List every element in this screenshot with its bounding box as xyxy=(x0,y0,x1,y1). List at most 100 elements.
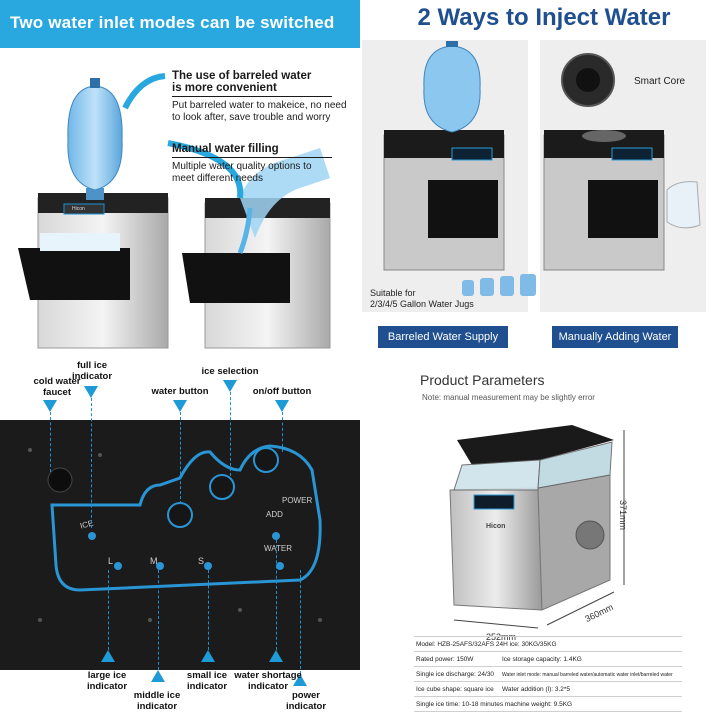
label-small-1: small ice xyxy=(186,670,228,681)
spec-row-5-left: Single ice time: 10-18 minutes machine w… xyxy=(416,701,573,708)
spec-row-2-left: Rated power: 150W xyxy=(416,656,474,663)
pointer-ice-selection xyxy=(223,380,237,392)
dash-water-button xyxy=(180,412,181,504)
panel-text-m: M xyxy=(150,556,158,566)
pointer-full-ice xyxy=(84,386,98,398)
label-full-ice-2: indicator xyxy=(71,371,113,382)
panel-two-water-modes: Two water inlet modes can be switched xyxy=(0,0,360,358)
pointer-small-ice xyxy=(201,650,215,662)
jug-sizes-icons xyxy=(462,274,536,296)
label-large-2: indicator xyxy=(86,681,128,692)
suitable-label-2: 2/3/4/5 Gallon Water Jugs xyxy=(370,299,474,309)
callout-manual-heading: Manual water filling xyxy=(172,143,279,155)
label-power-2: indicator xyxy=(285,701,327,712)
label-small-ice-indicator: small ice indicator xyxy=(172,670,242,692)
dash-power xyxy=(300,570,301,674)
dash-large-ice xyxy=(108,570,109,650)
label-middle-1: middle ice xyxy=(133,690,181,701)
dash-water-shortage xyxy=(276,540,277,650)
dim-height: 371mm xyxy=(618,500,628,531)
callout-barreled-body-1: Put barreled water to makeice, no need xyxy=(172,100,347,111)
smart-core-label: Smart Core xyxy=(634,76,686,87)
dash-ice-selection xyxy=(230,392,231,476)
label-middle-2: indicator xyxy=(136,701,178,712)
parameters-title: Product Parameters xyxy=(420,372,545,388)
machine-left xyxy=(18,78,169,349)
label-middle-ice-indicator: middle ice indicator xyxy=(122,690,192,712)
pointer-large-ice xyxy=(101,650,115,662)
label-cold-water-2: faucet xyxy=(43,387,71,398)
callout-divider xyxy=(172,96,332,97)
panel1-header: Two water inlet modes can be switched xyxy=(0,0,360,48)
label-onoff-button: on/off button xyxy=(252,386,312,397)
callout-divider xyxy=(172,157,332,158)
label-ice-selection: ice selection xyxy=(201,366,259,377)
pointer-water-shortage xyxy=(269,650,283,662)
label-power-indicator: power indicator xyxy=(276,690,336,712)
callout-barreled-heading-1: The use of barreled water xyxy=(172,70,312,82)
suitable-label-1: Suitable for xyxy=(370,288,416,298)
parameters-note: Note: manual measurement may be slightly… xyxy=(422,393,595,402)
panel-two-ways-inject: 2 Ways to Inject Water Smart Core Suitab… xyxy=(362,0,726,358)
label-cold-water-faucet: cold water faucet xyxy=(22,376,92,398)
spec-divider xyxy=(414,681,682,682)
spec-row-3-right: Water inlet mode: manual barreled water/… xyxy=(502,672,673,678)
label-small-2: indicator xyxy=(186,681,228,692)
callout-barreled-heading-2: is more convenient xyxy=(172,82,277,94)
dim-width: 252mm xyxy=(486,632,517,642)
panel-text-power: POWER xyxy=(282,496,313,505)
label-large-ice-indicator: large ice indicator xyxy=(72,670,142,692)
label-full-ice-1: full ice xyxy=(76,360,108,371)
panel2-illustration xyxy=(383,41,701,271)
spec-divider xyxy=(414,651,682,652)
panel1-illustration xyxy=(18,78,331,349)
spec-row-4-left: Ice cube shape: square ice xyxy=(416,686,494,693)
callout-barreled-body-2: to look after, save trouble and worry xyxy=(172,112,331,123)
manually-adding-water-button[interactable]: Manually Adding Water xyxy=(552,326,678,348)
dash-small-ice xyxy=(208,570,209,650)
spec-row-3-left: Single ice discharge: 24/30 xyxy=(416,671,495,678)
panel-control-layout: ICE ADD WATER POWER L M S cold water fau… xyxy=(0,360,360,725)
spec-row-2-right: Ice storage capacity: 1.4KG xyxy=(502,656,582,663)
panel-text-l: L xyxy=(108,556,114,566)
label-cold-water-1: cold water xyxy=(33,376,81,387)
pointer-cold-water xyxy=(43,400,57,412)
spec-divider xyxy=(414,711,682,712)
callout-manual-body-2: meet different needs xyxy=(172,173,263,184)
water-jug-left xyxy=(67,78,123,200)
panel-product-parameters: Product Parameters Note: manual measurem… xyxy=(362,360,726,725)
panel-text-water: WATER xyxy=(264,544,292,553)
dash-middle-ice xyxy=(158,570,159,670)
spec-divider xyxy=(414,636,682,637)
label-shortage-1: water shortage xyxy=(234,670,302,681)
machine-right xyxy=(182,148,331,349)
pointer-onoff xyxy=(275,400,289,412)
label-power-1: power xyxy=(292,690,320,701)
callout-arrows xyxy=(122,73,244,199)
panel-text-s: S xyxy=(198,556,205,566)
label-water-shortage-indicator: water shortage indicator xyxy=(228,670,308,692)
pointer-water-button xyxy=(173,400,187,412)
label-large-1: large ice xyxy=(87,670,127,681)
machine-badge: Hicon xyxy=(72,206,85,212)
dash-full-ice xyxy=(91,398,92,528)
spec-row-4-right: Water addition (l): 3.2*5 xyxy=(502,686,571,693)
pointer-middle-ice xyxy=(151,670,165,682)
label-shortage-2: indicator xyxy=(247,681,289,692)
callout-barreled-water: The use of barreled water is more conven… xyxy=(172,70,347,124)
label-full-ice-indicator: full ice indicator xyxy=(62,360,122,382)
machine-badge: Hicon xyxy=(486,523,506,530)
spec-divider xyxy=(414,696,682,697)
callout-manual-body-1: Multiple water quality options to xyxy=(172,161,312,172)
dash-cold-water xyxy=(50,412,51,472)
label-water-button: water button xyxy=(151,386,209,397)
machine-dimension-drawing xyxy=(449,425,625,629)
panel1-title: Two water inlet modes can be switched xyxy=(10,13,335,32)
panel-text-add: ADD xyxy=(266,510,283,519)
panel2-title: 2 Ways to Inject Water xyxy=(417,4,671,31)
spec-row-1-left: Model: HZB-25AFS/32AFS 24H ice: 30KG/35K… xyxy=(416,641,557,648)
dash-onoff xyxy=(282,412,283,452)
callout-manual-water: Manual water filling Multiple water qual… xyxy=(172,143,332,185)
barreled-water-supply-button[interactable]: Barreled Water Supply xyxy=(378,326,508,348)
pointer-power xyxy=(293,674,307,686)
